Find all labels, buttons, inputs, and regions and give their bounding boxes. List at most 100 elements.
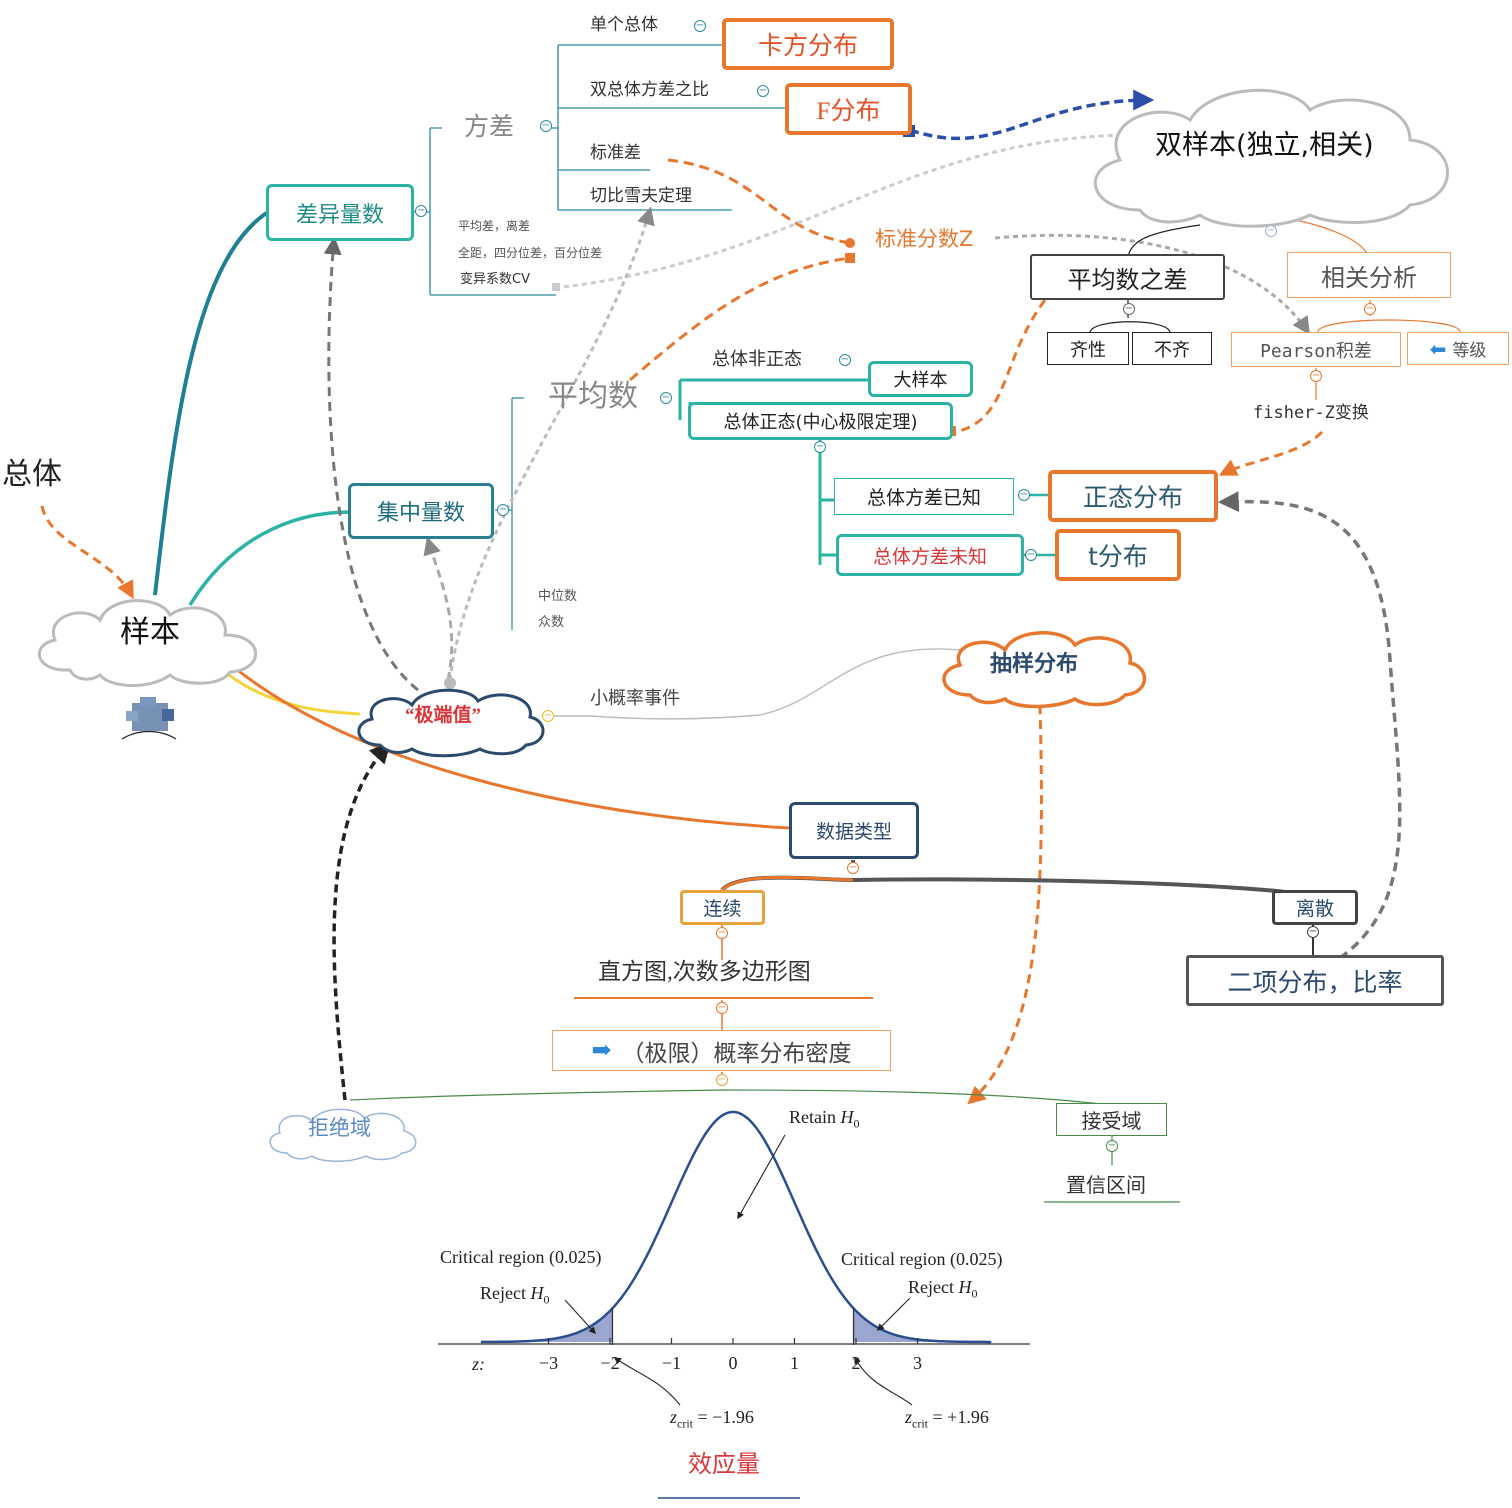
collapse-variance-icon[interactable]: − (540, 120, 552, 132)
collapse-two-sample-icon[interactable]: − (1265, 225, 1277, 237)
collapse-histogram-icon[interactable]: − (716, 1002, 728, 1014)
normal-curve-line (480, 1110, 992, 1344)
critical-right-annotation: Critical region (0.025) (841, 1249, 1003, 1269)
single-pop-label[interactable]: 单个总体 (590, 15, 658, 34)
z-score-label[interactable]: 标准分数Z (875, 227, 974, 251)
branch-sample-datatype (234, 666, 791, 830)
collapse-extreme-icon[interactable]: − (542, 710, 554, 722)
collapse-continuous-icon[interactable]: − (716, 927, 728, 939)
critical-region-fill-left (493, 1308, 613, 1342)
accept-region-node[interactable]: 接受域 (1056, 1103, 1167, 1136)
discrete-node[interactable]: 离散 (1272, 890, 1358, 925)
collapse-single-icon[interactable]: − (694, 20, 706, 32)
reject-region-label[interactable]: 拒绝域 (308, 1116, 371, 1140)
collapse-unknown-icon[interactable]: − (1025, 549, 1037, 561)
variance-label[interactable]: 方差 (464, 112, 515, 141)
collapse-dispersion-icon[interactable]: − (415, 205, 427, 217)
cv-label[interactable]: 变异系数CV (460, 272, 530, 287)
collapse-pearson-icon[interactable]: − (1310, 370, 1322, 382)
population-label: 总体 (2, 457, 62, 492)
correlation-node[interactable]: 相关分析 (1287, 252, 1451, 298)
normal-clt-node[interactable]: 总体正态(中心极限定理) (688, 402, 953, 440)
reject-right-annotation: Reject H0 (908, 1277, 978, 1301)
collapse-known-icon[interactable]: − (1018, 489, 1030, 501)
cloud-sample (37, 599, 258, 687)
zcrit-right-annotation: zcrit = +1.96 (905, 1407, 989, 1431)
extreme-label[interactable]: “极端值” (405, 705, 482, 726)
var-unknown-node[interactable]: 总体方差未知 (836, 534, 1024, 576)
density-node[interactable]: ➡ （极限）概率分布密度 (552, 1030, 891, 1071)
fisher-label[interactable]: fisher-Z变换 (1253, 403, 1369, 423)
critical-left-annotation: Critical region (0.025) (440, 1247, 602, 1267)
branch-sample-extreme (219, 666, 361, 716)
cloud-reject (269, 1108, 417, 1162)
std-dev-label[interactable]: 标准差 (590, 143, 641, 162)
unequal-var-node[interactable]: 不齐 (1132, 332, 1212, 365)
x-tick-label-2: −1 (662, 1353, 681, 1373)
sampling-dist-label[interactable]: 抽样分布 (990, 651, 1079, 676)
collapse-datatype-icon[interactable]: − (847, 862, 859, 874)
mean-label[interactable]: 平均数 (548, 379, 638, 414)
right-arrow-icon: ➡ (591, 1038, 612, 1064)
mode-label[interactable]: 众数 (538, 615, 565, 630)
branch-sample-central (188, 510, 351, 606)
confidence-interval-label[interactable]: 置信区间 (1066, 1173, 1146, 1197)
collapse-mean-icon[interactable]: − (660, 392, 672, 404)
sample-label[interactable]: 样本 (120, 615, 180, 650)
chebyshev-label[interactable]: 切比雪夫定理 (590, 186, 692, 205)
collapse-clt-icon[interactable]: − (814, 441, 826, 453)
cloud-sampling (942, 631, 1147, 709)
histogram-label[interactable]: 直方图,次数多边形图 (598, 959, 811, 984)
critical-region-fill-right (853, 1308, 973, 1342)
collapse-correlation-icon[interactable]: − (1364, 303, 1376, 315)
normal-dist-node[interactable]: 正态分布 (1048, 470, 1218, 522)
two-pop-ratio-label[interactable]: 双总体方差之比 (590, 80, 709, 99)
continuous-node[interactable]: 连续 (680, 890, 765, 925)
collapse-discrete-icon[interactable]: − (1307, 926, 1319, 938)
retain-annotation: Retain H0 (789, 1107, 860, 1131)
zcrit-right-pointer (854, 1356, 913, 1406)
rank-node[interactable]: ⬅ 等级 (1407, 332, 1509, 365)
equal-var-node[interactable]: 齐性 (1047, 332, 1129, 365)
mean-dev-label[interactable]: 平均差，离差 (458, 219, 531, 233)
f-dist-node[interactable]: F分布 (785, 83, 912, 135)
link-std-z (667, 158, 851, 245)
small-prob-label[interactable]: 小概率事件 (590, 688, 680, 709)
large-sample-node[interactable]: 大样本 (868, 361, 973, 397)
zcrit-left-pointer (613, 1357, 681, 1406)
collapse-central-icon[interactable]: − (497, 504, 509, 516)
x-tick-label-6: 3 (913, 1353, 922, 1373)
collapse-density-icon[interactable]: − (716, 1074, 728, 1086)
ranges-label[interactable]: 全距，四分位差，百分位差 (458, 246, 603, 260)
mean-diff-node[interactable]: 平均数之差 (1030, 254, 1225, 300)
non-normal-label[interactable]: 总体非正态 (712, 349, 802, 370)
word-cloud-icon (121, 697, 177, 740)
t-dist-node[interactable]: t分布 (1055, 529, 1181, 581)
central-node[interactable]: 集中量数 (348, 483, 494, 539)
reject-left-annotation: Reject H0 (480, 1283, 550, 1307)
collapse-accept-icon[interactable]: − (1106, 1140, 1118, 1152)
chart-xlabel: z: (472, 1354, 485, 1374)
collapse-mean-diff-icon[interactable]: − (1123, 303, 1135, 315)
chi-square-node[interactable]: 卡方分布 (722, 18, 894, 70)
effect-size-label[interactable]: 效应量 (688, 1452, 760, 1478)
var-known-node[interactable]: 总体方差已知 (834, 478, 1014, 515)
density-label: （极限）概率分布密度 (621, 1040, 852, 1066)
dispersion-node[interactable]: 差异量数 (266, 184, 414, 241)
x-tick-label-0: −3 (539, 1353, 558, 1373)
reject-right-pointer (876, 1297, 911, 1332)
median-label[interactable]: 中位数 (538, 589, 578, 604)
cloud-two-sample (1093, 88, 1449, 228)
x-tick-label-5: 2 (852, 1353, 861, 1373)
x-tick-label-1: −2 (600, 1353, 619, 1373)
cloud-extreme (357, 688, 545, 758)
binomial-node[interactable]: 二项分布，比率 (1186, 955, 1444, 1006)
collapse-nonnormal-icon[interactable]: − (839, 354, 851, 366)
x-tick-label-3: 0 (729, 1353, 738, 1373)
rank-label: 等级 (1452, 341, 1487, 361)
collapse-ratio-icon[interactable]: − (757, 85, 769, 97)
arrow-population-sample (40, 505, 134, 600)
two-sample-label[interactable]: 双样本(独立,相关) (1155, 130, 1374, 161)
pearson-node[interactable]: Pearson积差 (1231, 332, 1401, 367)
data-type-node[interactable]: 数据类型 (789, 802, 919, 859)
